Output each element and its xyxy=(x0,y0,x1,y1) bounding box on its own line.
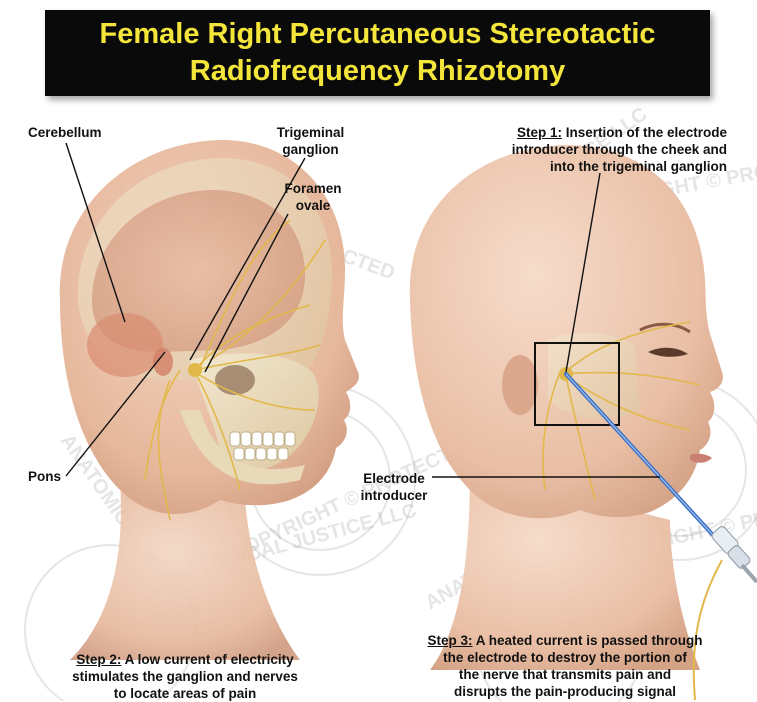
step2-line-1-text: A low current of electricity xyxy=(121,652,293,667)
step2-caption: Step 2: A low current of electricity sti… xyxy=(40,651,330,702)
step3-line-2: the electrode to destroy the portion of xyxy=(400,649,730,666)
step1-line-1: Step 1: Insertion of the electrode xyxy=(455,124,727,141)
left-ganglion-shape xyxy=(188,363,202,377)
right-head xyxy=(410,145,757,700)
step1-line-2: introducer through the cheek and xyxy=(455,141,727,158)
left-eye-socket xyxy=(215,365,255,395)
label-trigeminal-line-2: ganglion xyxy=(268,141,353,158)
step1-line-1-text: Insertion of the electrode xyxy=(562,125,727,140)
right-head-silhouette xyxy=(410,145,723,518)
title-banner: Female Right Percutaneous Stereotactic R… xyxy=(45,10,710,96)
step3-caption: Step 3: A heated current is passed throu… xyxy=(400,632,730,700)
step1-keyword: Step 1: xyxy=(517,125,562,140)
label-foramen-ovale: Foramen ovale xyxy=(278,180,348,214)
left-cerebellum-shape xyxy=(87,313,163,377)
right-lips xyxy=(690,454,712,463)
step2-line-1: Step 2: A low current of electricity xyxy=(40,651,330,668)
label-electrode-line-1: Electrode xyxy=(355,470,433,487)
right-ear xyxy=(502,355,538,415)
step3-keyword: Step 3: xyxy=(427,633,472,648)
label-trigeminal-ganglion: Trigeminal ganglion xyxy=(268,124,353,158)
step3-line-1: Step 3: A heated current is passed throu… xyxy=(400,632,730,649)
label-electrode-introducer: Electrode introducer xyxy=(355,470,433,504)
step3-line-4: disrupts the pain-producing signal xyxy=(400,683,730,700)
step2-line-2: stimulates the ganglion and nerves xyxy=(40,668,330,685)
label-foramen-line-1: Foramen xyxy=(278,180,348,197)
step3-line-3: the nerve that transmits pain and xyxy=(400,666,730,683)
step1-line-3: into the trigeminal ganglion xyxy=(455,158,727,175)
label-trigeminal-line-1: Trigeminal xyxy=(268,124,353,141)
label-foramen-line-2: ovale xyxy=(278,197,348,214)
title-line-2: Radiofrequency Rhizotomy xyxy=(190,53,565,90)
left-head xyxy=(60,140,359,660)
title-line-1: Female Right Percutaneous Stereotactic xyxy=(100,16,656,53)
label-electrode-line-2: introducer xyxy=(355,487,433,504)
step2-keyword: Step 2: xyxy=(76,652,121,667)
left-pons-shape xyxy=(153,348,173,376)
step2-line-3: to locate areas of pain xyxy=(40,685,330,702)
step1-caption: Step 1: Insertion of the electrode intro… xyxy=(455,124,727,175)
step3-line-1-text: A heated current is passed through xyxy=(472,633,702,648)
label-cerebellum: Cerebellum xyxy=(28,124,102,141)
label-pons: Pons xyxy=(28,468,61,485)
